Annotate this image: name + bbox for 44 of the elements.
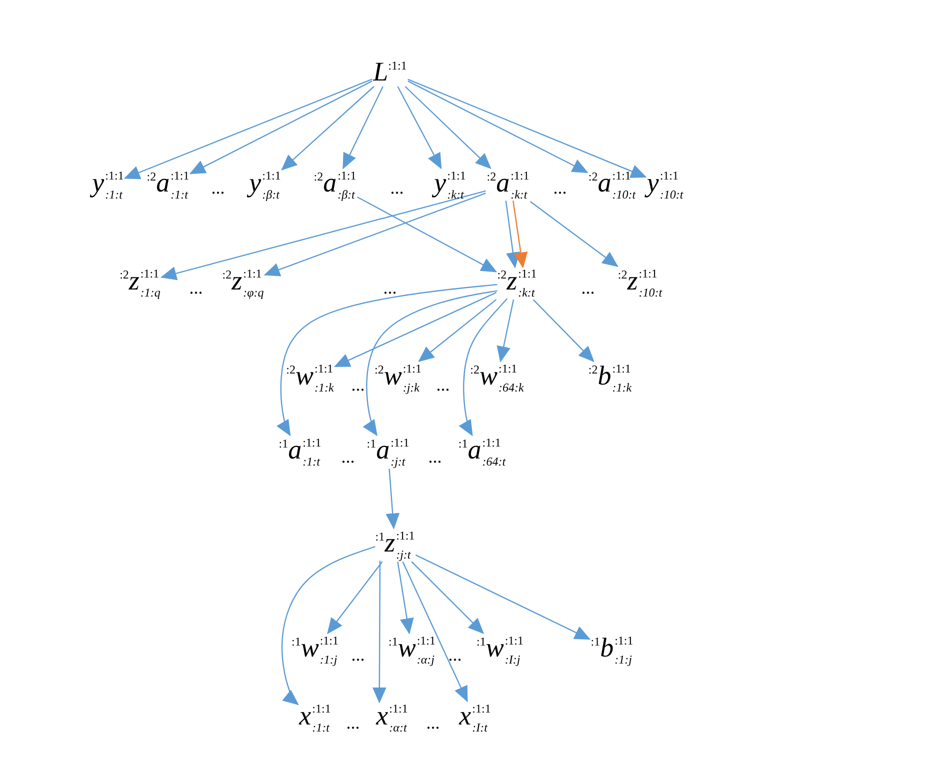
arrow bbox=[372, 560, 386, 704]
ellipsis: ... bbox=[211, 178, 225, 198]
math-term: L$^{:1:1}$ bbox=[373, 58, 407, 86]
arrow bbox=[411, 561, 484, 634]
ellipsis: ... bbox=[189, 278, 203, 298]
arrow bbox=[408, 78, 647, 178]
arrow bbox=[386, 468, 400, 530]
arrow bbox=[342, 86, 384, 170]
ellipsis: ... bbox=[448, 644, 462, 666]
arrow bbox=[530, 201, 618, 267]
arrow bbox=[189, 80, 372, 174]
arrow bbox=[404, 86, 492, 170]
arrow bbox=[397, 562, 414, 634]
arrow bbox=[334, 292, 496, 368]
arrow bbox=[281, 546, 376, 706]
ellipsis: ... bbox=[581, 278, 595, 298]
arrow bbox=[505, 200, 520, 268]
arrow bbox=[532, 299, 594, 362]
ellipsis: ... bbox=[553, 178, 567, 198]
arrow bbox=[264, 192, 486, 276]
arrow bbox=[496, 300, 514, 362]
arrow bbox=[362, 290, 498, 436]
arrow bbox=[458, 298, 508, 436]
ellipsis: ... bbox=[351, 644, 365, 666]
ellipsis: ... bbox=[346, 712, 360, 734]
ellipsis: ... bbox=[341, 446, 355, 468]
arrow bbox=[327, 561, 383, 634]
arrow bbox=[356, 196, 498, 272]
arrow bbox=[402, 561, 468, 702]
arrow bbox=[124, 78, 372, 180]
ellipsis: ... bbox=[436, 374, 450, 396]
arrow bbox=[512, 200, 528, 268]
arrow bbox=[276, 284, 498, 436]
ellipsis: ... bbox=[426, 712, 440, 734]
arrow bbox=[418, 299, 497, 362]
arrow bbox=[397, 86, 442, 170]
arrow bbox=[408, 80, 588, 174]
arrow bbox=[281, 86, 374, 170]
arrow bbox=[416, 554, 591, 640]
ellipsis: ... bbox=[351, 374, 365, 396]
ellipsis: ... bbox=[428, 446, 442, 468]
arrow bbox=[160, 190, 486, 280]
ellipsis: ... bbox=[383, 278, 397, 298]
ellipsis: ... bbox=[390, 178, 404, 198]
